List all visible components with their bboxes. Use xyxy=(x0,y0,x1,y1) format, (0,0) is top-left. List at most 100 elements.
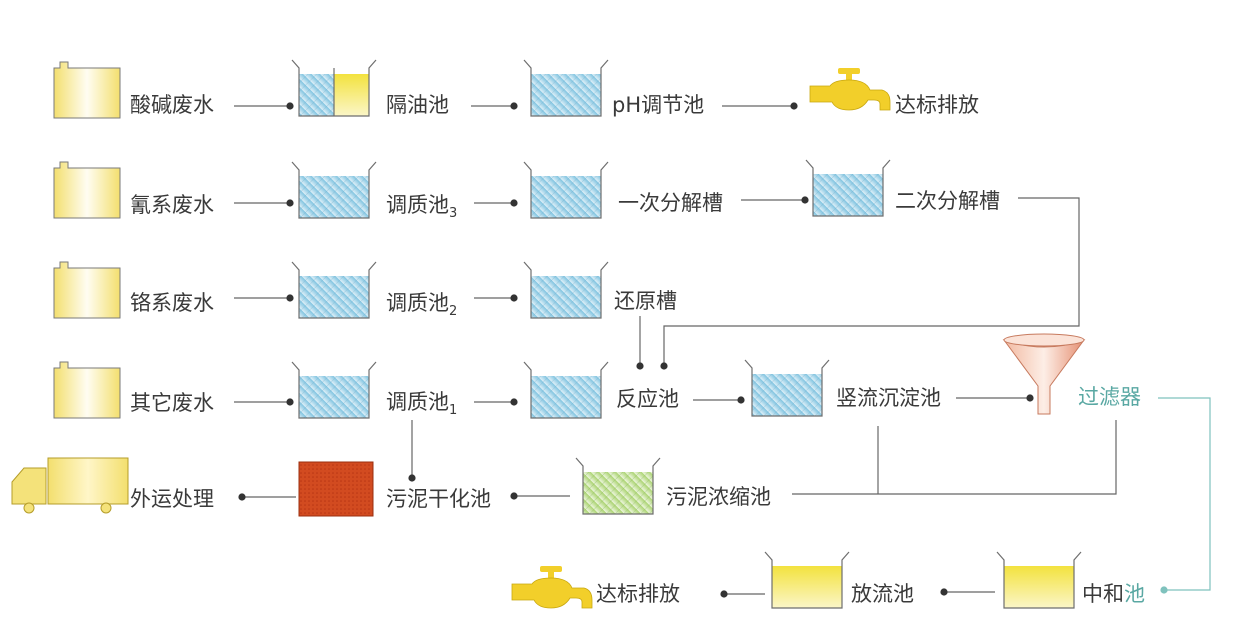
tank-icon-secondary-decomp-wall xyxy=(805,159,891,217)
tank-icon-regulating-2 xyxy=(291,261,377,319)
label-neutralization-tank: 中和池 xyxy=(1082,582,1145,606)
tank-icon-reduction-wall xyxy=(523,261,609,319)
tank-icon-regulating-1 xyxy=(291,361,377,419)
tank-icon-outflow xyxy=(764,551,850,609)
tank-icon-primary-decomp-wall xyxy=(523,161,609,219)
truck-icon-offsite-cab xyxy=(11,467,47,505)
tank-icon-vertical-settler-wall xyxy=(744,359,830,417)
tank-icon-ph-adjust-wall xyxy=(523,59,609,117)
container-icon-chromium-body xyxy=(53,261,121,319)
tank-icon-sludge-thickener-wall xyxy=(575,457,661,515)
faucet-icon-discharge-top xyxy=(809,68,891,111)
container-icon-chromium xyxy=(53,261,121,319)
label-regulating-tank-1-text: 调质池 xyxy=(386,390,449,414)
dot-reg3-in xyxy=(286,199,294,207)
tank-icon-reaction-wall xyxy=(523,361,609,419)
dot-discharge-in xyxy=(790,102,798,110)
tank-icon-neutralization-wall xyxy=(996,551,1082,609)
funnel-icon-filter-cone xyxy=(1002,338,1086,415)
dot-decomp1-in xyxy=(510,199,518,207)
truck-icon-offsite-wheel-rear xyxy=(100,502,112,514)
container-icon-cyanide xyxy=(53,161,121,219)
tank-icon-neutralization xyxy=(996,551,1082,609)
dot-ph-in xyxy=(510,102,518,110)
tank-icon-reduction xyxy=(523,261,609,319)
label-primary-decomposition: 一次分解槽 xyxy=(618,191,723,215)
tank-icon-neutralization-liquid xyxy=(1004,566,1074,608)
label-regulating-tank-1-subscript: 1 xyxy=(449,403,458,418)
label-sludge-thickener: 污泥浓缩池 xyxy=(666,485,771,509)
label-acid-alkali-wastewater: 酸碱废水 xyxy=(130,93,214,117)
tank-icon-secondary-decomp-liquid xyxy=(813,174,883,216)
dot-drying-in-b xyxy=(510,492,518,500)
truck-icon-offsite-cargo xyxy=(47,457,129,505)
label-reaction-tank: 反应池 xyxy=(616,387,679,411)
faucet-icon-discharge-bottom xyxy=(511,566,593,609)
container-icon-acid-alkali xyxy=(53,61,121,119)
dot-outflow-in xyxy=(940,588,948,596)
line-decomp2-to-reaction xyxy=(663,197,1080,366)
funnel-icon-filter xyxy=(1002,333,1086,415)
container-icon-acid-alkali-body xyxy=(53,61,121,119)
tank-icon-reduction-liquid xyxy=(531,276,601,318)
truck-icon-offsite xyxy=(11,457,129,514)
label-regulating-tank-3-text: 调质池 xyxy=(386,193,449,217)
tank-icon-vertical-settler xyxy=(744,359,830,417)
label-filter: 过滤器 xyxy=(1078,385,1141,409)
dot-neutralization-in xyxy=(1160,586,1168,594)
label-regulating-tank-2-text: 调质池 xyxy=(386,291,449,315)
label-vertical-settler: 竖流沉淀池 xyxy=(836,386,941,410)
dot-reg1-in xyxy=(286,398,294,406)
tank-icon-regulating-3-liquid xyxy=(299,176,369,218)
tank-icon-sludge-thickener-liquid xyxy=(583,472,653,514)
tank-icon-regulating-2-liquid xyxy=(299,276,369,318)
tank-icon-reaction xyxy=(523,361,609,419)
funnel-icon-filter-rim xyxy=(1003,333,1085,347)
dot-decomp2-in xyxy=(801,196,809,204)
container-icon-other xyxy=(53,361,121,419)
tank-icon-vertical-settler-liquid xyxy=(752,374,822,416)
dot-settler-in xyxy=(737,396,745,404)
label-chromium-wastewater: 铬系废水 xyxy=(130,291,214,315)
container-icon-cyanide-body xyxy=(53,161,121,219)
tank-icon-regulating-2-wall xyxy=(291,261,377,319)
label-offsite-disposal: 外运处理 xyxy=(130,487,214,511)
line-filter-sludge xyxy=(792,420,1117,495)
sludge-block-icon-drying xyxy=(298,461,374,517)
label-regulating-tank-2: 调质池2 xyxy=(386,291,457,324)
label-sludge-drying-bed: 污泥干化池 xyxy=(386,487,491,511)
tank-icon-regulating-3 xyxy=(291,161,377,219)
label-regulating-tank-2-subscript: 2 xyxy=(449,304,458,319)
tank-icon-primary-decomp-liquid xyxy=(531,176,601,218)
dot-filter-in xyxy=(1026,394,1034,402)
label-oil-separator: 隔油池 xyxy=(386,93,449,117)
dot-drying-in xyxy=(408,474,416,482)
tank-icon-outflow-liquid xyxy=(772,566,842,608)
label-regulating-tank-3-subscript: 3 xyxy=(449,206,458,221)
label-regulating-tank-3: 调质池3 xyxy=(386,193,457,226)
tank-icon-regulating-1-liquid xyxy=(299,376,369,418)
faucet-icon-discharge-top-body xyxy=(809,79,891,111)
faucet-icon-discharge-top-stem xyxy=(846,73,852,83)
tank-icon-sludge-thickener xyxy=(575,457,661,515)
label-secondary-decomposition: 二次分解槽 xyxy=(895,189,1000,213)
tank-icon-primary-decomp xyxy=(523,161,609,219)
tank-icon-oil-separator xyxy=(291,59,377,117)
dot-reduction-in xyxy=(510,294,518,302)
dot-offsite-in xyxy=(238,493,246,501)
dot-oil-in xyxy=(286,102,294,110)
tank-icon-regulating-3-wall xyxy=(291,161,377,219)
label-neutralization-prefix: 中和 xyxy=(1082,582,1124,606)
truck-icon-offsite-wheel-front xyxy=(23,502,35,514)
label-discharge-bottom: 达标排放 xyxy=(596,582,680,606)
dot-reaction-in-a xyxy=(636,362,644,370)
connector-lines xyxy=(234,102,1211,598)
equipment-icons xyxy=(11,59,1086,609)
dot-reaction-in xyxy=(510,398,518,406)
container-icon-other-body xyxy=(53,361,121,419)
faucet-icon-discharge-top-handle xyxy=(838,68,860,74)
dot-reg2-in xyxy=(286,294,294,302)
label-cyanide-wastewater: 氰系废水 xyxy=(130,193,214,217)
